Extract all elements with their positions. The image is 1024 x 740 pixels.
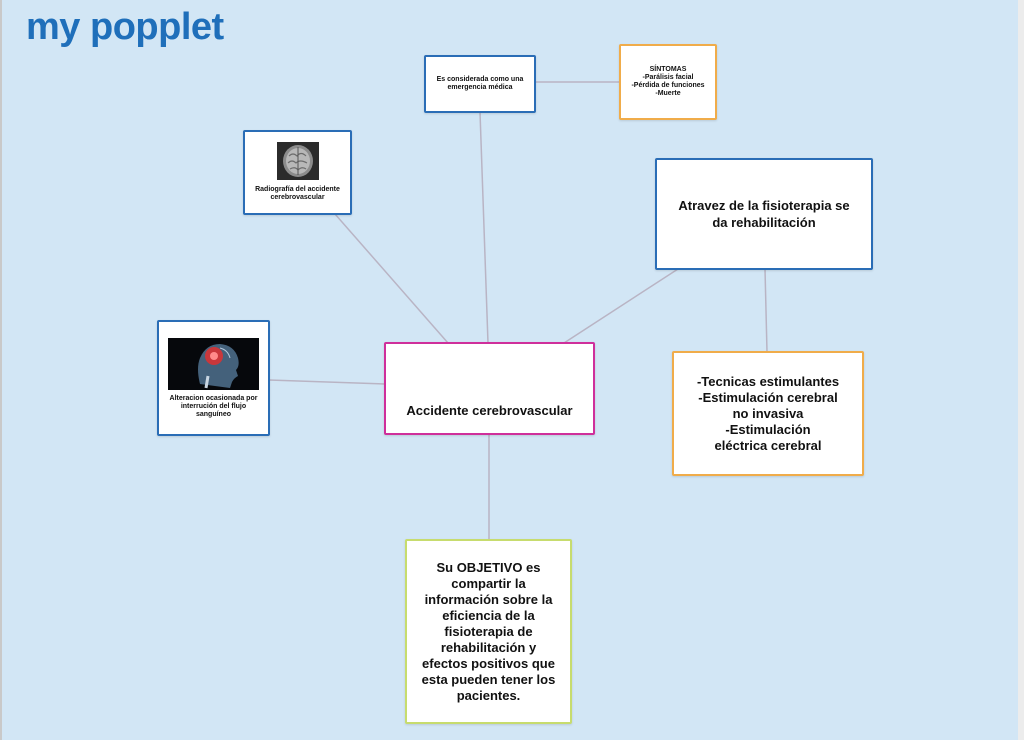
popple-symptoms-text: SÍNTOMAS -Parálisis facial -Pérdida de f… — [631, 66, 705, 97]
popple-techniques[interactable]: -Tecnicas estimulantes -Estimulación cer… — [672, 351, 864, 476]
app-logo: my popplet — [26, 6, 224, 48]
popple-center-text: Accidente cerebrovascular — [406, 403, 573, 418]
popple-symptoms[interactable]: SÍNTOMAS -Parálisis facial -Pérdida de f… — [619, 44, 717, 120]
connector-center-rehab — [563, 268, 679, 344]
popple-emergency-text: Es considerada como una emergencia médic… — [436, 76, 524, 91]
popple-techniques-text: -Tecnicas estimulantes -Estimulación cer… — [696, 373, 840, 453]
popple-alteration[interactable]: Alteracion ocasionada por interrución de… — [157, 320, 270, 436]
connector-center-alteration — [268, 379, 386, 385]
popple-alteration-caption: Alteracion ocasionada por interrución de… — [169, 395, 258, 418]
popple-xray-caption: Radiografía del accidente cerebrovascula… — [255, 186, 340, 201]
canvas-edge — [1018, 0, 1024, 740]
connector-center-xray — [334, 213, 449, 344]
connector-center-emergency — [479, 111, 489, 344]
popple-center[interactable]: Accidente cerebrovascular — [384, 342, 595, 435]
head-stroke-image — [168, 338, 259, 390]
popple-objective[interactable]: Su OBJETIVO es compartir la información … — [405, 539, 572, 724]
popple-xray[interactable]: Radiografía del accidente cerebrovascula… — [243, 130, 352, 215]
popple-emergency[interactable]: Es considerada como una emergencia médic… — [424, 55, 536, 113]
connector-rehab-techniques — [764, 268, 768, 353]
popple-rehab[interactable]: Atravez de la fisioterapia se da rehabil… — [655, 158, 873, 270]
popple-rehab-text: Atravez de la fisioterapia se da rehabil… — [678, 198, 850, 230]
brain-scan-image — [276, 142, 319, 180]
popple-objective-text: Su OBJETIVO es compartir la información … — [421, 559, 556, 703]
